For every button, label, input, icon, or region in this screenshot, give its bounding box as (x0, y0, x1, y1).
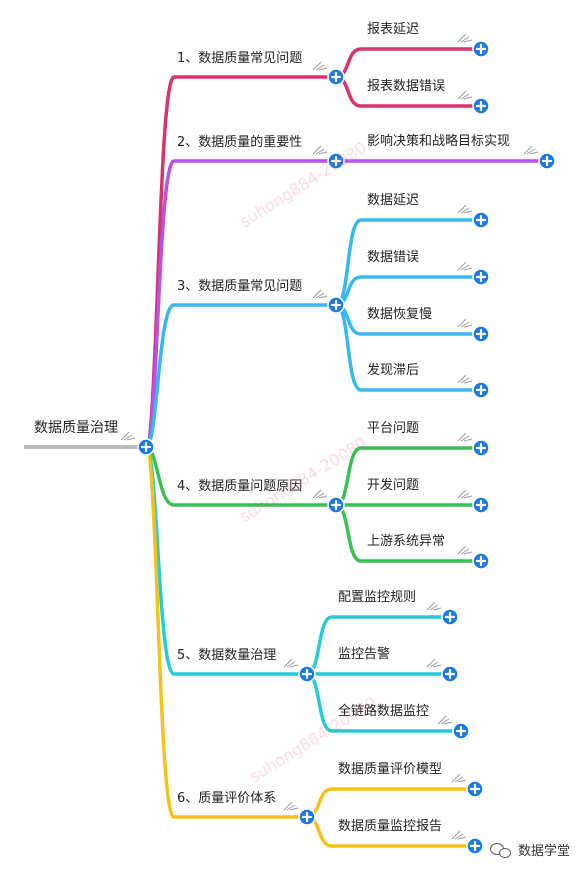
root-grip[interactable] (120, 431, 136, 441)
child-label-5-2[interactable]: 监控告警 (338, 646, 390, 662)
child-grip-2-1[interactable] (523, 145, 539, 155)
expand-button-branch-6[interactable] (298, 808, 316, 826)
root-label: 数据质量治理 (34, 420, 118, 436)
child-label-4-2[interactable]: 开发问题 (367, 477, 419, 493)
branch-edge-6 (144, 445, 309, 819)
child-label-2-1[interactable]: 影响决策和战略目标实现 (367, 133, 510, 149)
child-grip-3-3[interactable] (457, 318, 473, 328)
expand-button-1-2[interactable] (472, 97, 490, 115)
expand-button-branch-2[interactable] (327, 152, 345, 170)
child-label-3-1[interactable]: 数据延迟 (367, 193, 419, 208)
wechat-icon (489, 842, 512, 858)
expand-button-branch-3[interactable] (327, 296, 345, 314)
expand-button-4-3[interactable] (472, 552, 490, 570)
child-label-6-1[interactable]: 数据质量评价模型 (338, 762, 442, 777)
child-grip-3-1[interactable] (457, 204, 473, 214)
child-label-4-3[interactable]: 上游系统异常 (367, 534, 445, 549)
child-grip-3-4[interactable] (457, 374, 473, 384)
child-grip-1-1[interactable] (457, 33, 473, 43)
child-label-4-1[interactable]: 平台问题 (367, 421, 419, 436)
child-label-5-3[interactable]: 全链路数据监控 (338, 703, 429, 719)
expand-button-3-4[interactable] (472, 381, 490, 399)
branch-grip-3[interactable] (312, 289, 328, 299)
grips-layer (120, 33, 539, 840)
expand-button-branch-5[interactable] (298, 665, 316, 683)
expand-button-3-1[interactable] (472, 211, 490, 229)
child-grip-6-1[interactable] (451, 773, 467, 783)
child-grip-6-2[interactable] (451, 830, 467, 840)
branch-grip-4[interactable] (312, 489, 328, 499)
expand-button-4-1[interactable] (472, 439, 490, 457)
child-label-6-2[interactable]: 数据质量监控报告 (338, 819, 442, 834)
child-grip-4-1[interactable] (457, 432, 473, 442)
child-edge-1-1 (334, 47, 483, 79)
child-label-3-4[interactable]: 发现滞后 (367, 362, 419, 378)
child-label-3-2[interactable]: 数据错误 (367, 250, 419, 265)
branch-grip-2[interactable] (312, 145, 328, 155)
child-edge-6-1 (305, 787, 477, 819)
child-grip-4-3[interactable] (457, 545, 473, 555)
expand-button-6-1[interactable] (466, 780, 484, 798)
branch-label-3[interactable]: 3、数据质量常见问题 (177, 279, 302, 294)
buttons-layer (137, 40, 556, 855)
child-grip-4-2[interactable] (457, 489, 473, 499)
child-grip-3-2[interactable] (457, 261, 473, 271)
branch-grip-5[interactable] (283, 658, 299, 668)
child-label-1-1[interactable]: 报表延迟 (367, 22, 419, 37)
expand-button-6-2[interactable] (466, 837, 484, 855)
brand-name: 数据学堂 (517, 844, 570, 859)
branch-label-1[interactable]: 1、数据质量常见问题 (177, 51, 302, 66)
branch-label-5[interactable]: 5、数据数量治理 (177, 648, 276, 663)
child-grip-5-2[interactable] (426, 658, 442, 668)
child-label-1-2[interactable]: 报表数据错误 (367, 79, 445, 94)
child-label-5-1[interactable]: 配置监控规则 (338, 590, 416, 605)
expand-button-5-2[interactable] (441, 665, 459, 683)
child-edge-3-2 (334, 275, 483, 307)
child-grip-1-2[interactable] (457, 90, 473, 100)
child-grip-5-3[interactable] (437, 715, 453, 725)
branch-grip-6[interactable] (283, 801, 299, 811)
brand: 数据学堂 (489, 840, 570, 859)
branch-label-2[interactable]: 2、数据质量的重要性 (177, 134, 302, 150)
expand-button-branch-1[interactable] (327, 68, 345, 86)
branch-edge-3 (144, 303, 338, 449)
edges-layer (24, 47, 549, 848)
expand-button-branch-4[interactable] (327, 496, 345, 514)
branch-label-6[interactable]: 6、质量评价体系 (177, 791, 276, 806)
child-grip-5-1[interactable] (426, 601, 442, 611)
expand-button-5-1[interactable] (441, 608, 459, 626)
branch-label-4[interactable]: 4、数据质量问题原因 (177, 479, 302, 494)
branch-grip-1[interactable] (312, 61, 328, 71)
expand-button-3-2[interactable] (472, 268, 490, 286)
expand-button-4-2[interactable] (472, 496, 490, 514)
branch-edge-1 (144, 75, 338, 449)
expand-button-root[interactable] (137, 438, 155, 456)
expand-button-3-3[interactable] (472, 325, 490, 343)
expand-button-1-1[interactable] (472, 40, 490, 58)
child-label-3-3[interactable]: 数据恢复慢 (367, 306, 432, 322)
expand-button-5-3[interactable] (452, 722, 470, 740)
expand-button-2-1[interactable] (538, 152, 556, 170)
